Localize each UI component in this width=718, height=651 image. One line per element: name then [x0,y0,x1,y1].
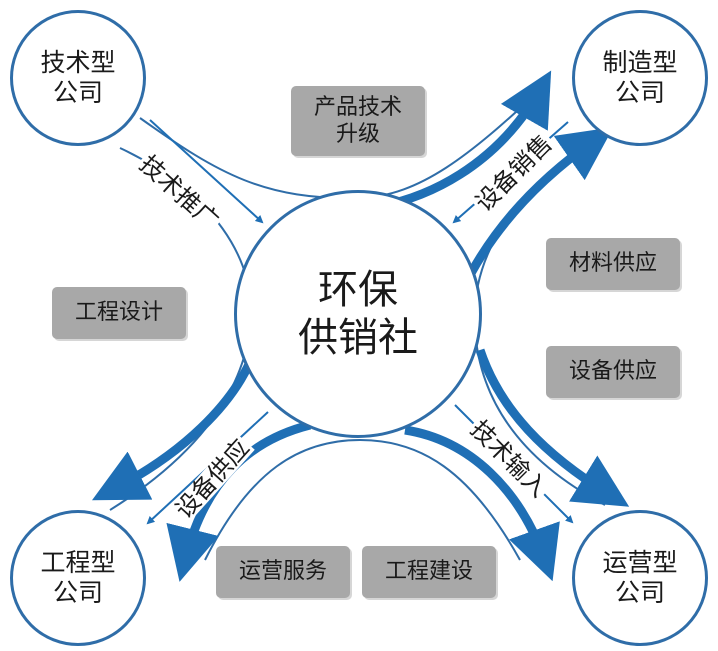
box-product-upgrade-line1: 产品技术 [313,94,402,120]
box-material-supply: 材料供应 [546,238,680,290]
box-engineering-design: 工程设计 [52,287,186,339]
box-product-upgrade-line2: 升级 [335,122,380,147]
box-equipment-supply-label: 设备供应 [568,359,657,385]
box-material-supply-label: 材料供应 [568,251,657,277]
arrow-tech-promotion [149,119,264,224]
node-manufacturing-company: 制造型 公司 [572,10,708,146]
curve-bottom-left-to-bottom-right [204,438,521,561]
node-operation-company-line1: 运营型 [602,548,678,577]
center-title-line1: 环保 [318,267,398,313]
node-operation-company-line2: 公司 [614,578,665,607]
thick-arrow-to-bottom-right-2 [404,425,560,582]
box-engineering-construction-label: 工程建设 [384,559,473,585]
box-operation-service-label: 运营服务 [238,559,327,585]
node-manufacturing-company-line2: 公司 [614,78,665,107]
node-tech-company: 技术型 公司 [10,10,146,146]
box-operation-service: 运营服务 [216,546,350,598]
node-engineering-company-line2: 公司 [52,578,103,607]
node-tech-company-line2: 公司 [52,78,103,107]
center-title-line2: 供销社 [298,315,418,361]
box-engineering-construction: 工程建设 [362,546,496,598]
node-manufacturing-company-line1: 制造型 [602,48,678,77]
node-operation-company: 运营型 公司 [572,510,708,646]
node-tech-company-line1: 技术型 [40,48,116,77]
node-engineering-company-line1: 工程型 [40,548,116,577]
node-engineering-company: 工程型 公司 [10,510,146,646]
box-product-upgrade: 产品技术 升级 [291,86,425,156]
thick-arrow-to-bottom-right [475,348,630,507]
box-engineering-design-label: 工程设计 [74,300,163,326]
node-eco-supply-coop: 环保 供销社 [234,190,482,438]
box-equipment-supply: 设备供应 [546,346,680,398]
thick-arrow-to-bottom-left [91,348,260,501]
thick-arrow-to-top-right-2 [466,127,614,278]
